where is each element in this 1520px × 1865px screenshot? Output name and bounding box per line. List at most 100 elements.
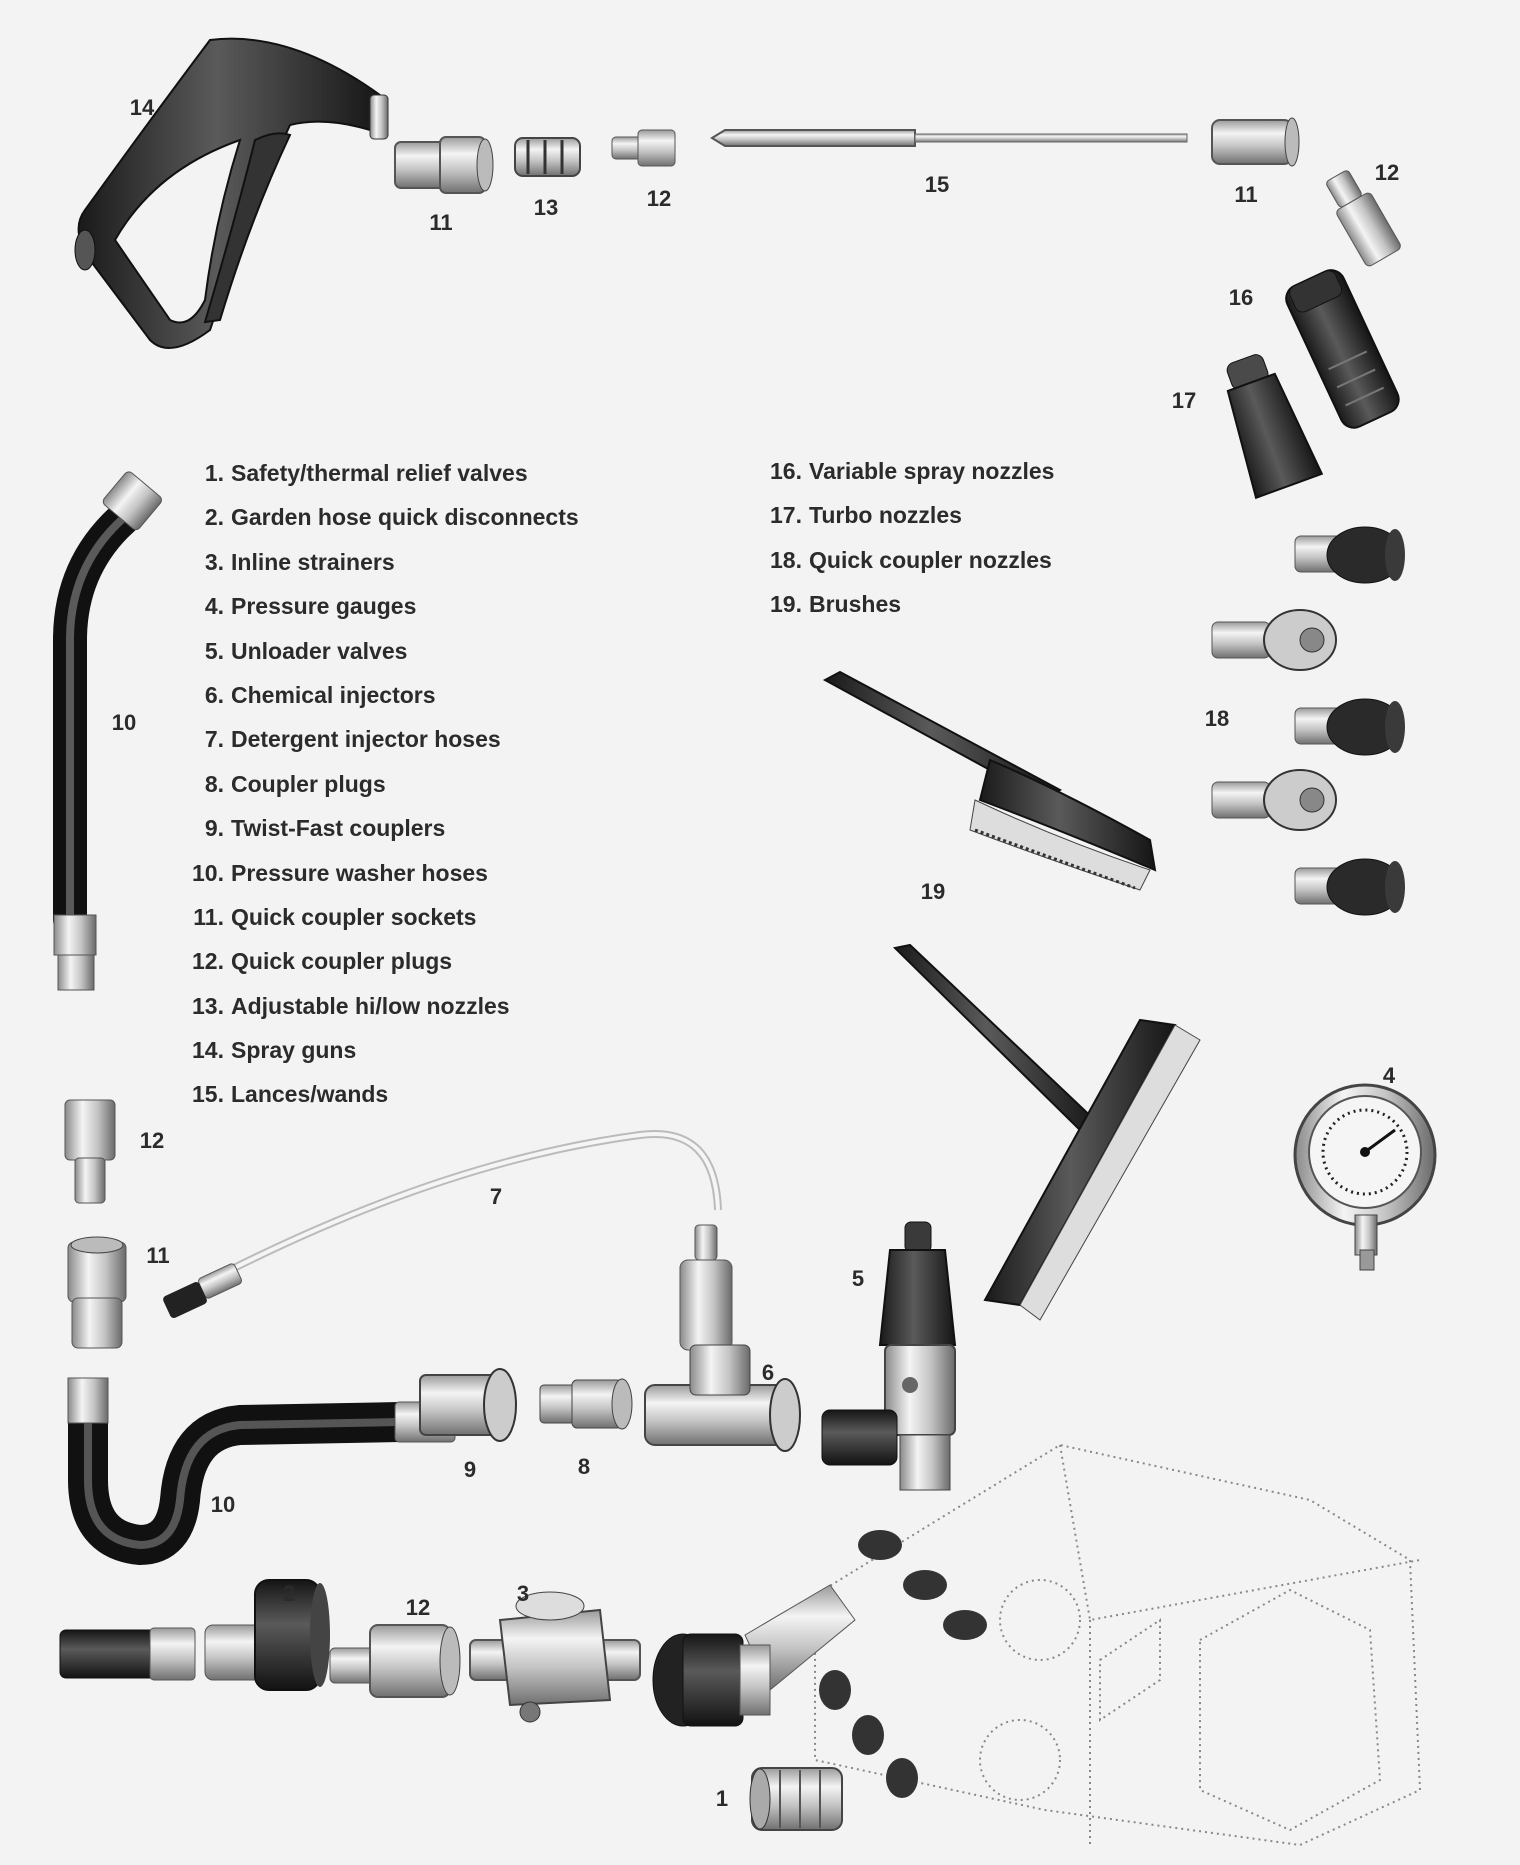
legend-item-label: Pressure washer hoses bbox=[231, 859, 488, 886]
legend-left: 1. Safety/thermal relief valves 2. Garden h… bbox=[180, 451, 579, 1117]
qc-nozzle-5 bbox=[1294, 858, 1405, 916]
legend-item-number: 17. bbox=[770, 502, 802, 529]
pump-inlet-cap bbox=[652, 1633, 771, 1727]
lance-wand bbox=[710, 129, 1188, 147]
callout-plug-left: 12 bbox=[139, 1128, 165, 1153]
legend-item: 11. Quick coupler sockets bbox=[180, 895, 579, 939]
legend-item-label: Turbo nozzles bbox=[809, 502, 962, 529]
callout-turbo-nozzle: 17 bbox=[1171, 388, 1197, 413]
callout-spray-gun: 14 bbox=[129, 95, 155, 120]
callout-gauge: 4 bbox=[1382, 1063, 1396, 1088]
brush-lower bbox=[892, 943, 1201, 1321]
legend-item-number: 13. bbox=[192, 992, 224, 1019]
callout-hose-lower: 10 bbox=[210, 1492, 236, 1517]
legend-item-label: Quick coupler sockets bbox=[231, 903, 477, 930]
adjustable-hilow-nozzle bbox=[514, 137, 581, 177]
legend-item: 8. Coupler plugs bbox=[180, 762, 579, 806]
quick-coupler-socket-right bbox=[1211, 117, 1300, 167]
legend-item: 15. Lances/wands bbox=[180, 1072, 579, 1116]
qc-nozzle-2 bbox=[1211, 609, 1337, 671]
callout-twist-coupler: 9 bbox=[463, 1457, 477, 1482]
legend-item-label: Unloader valves bbox=[231, 637, 408, 664]
legend-item-number: 9. bbox=[204, 815, 224, 842]
variable-spray-nozzle bbox=[1285, 269, 1400, 429]
legend-item-number: 15. bbox=[192, 1081, 224, 1108]
callout-socket-left: 11 bbox=[146, 1243, 170, 1268]
legend-item-label: Adjustable hi/low nozzles bbox=[231, 992, 510, 1019]
callout-injector: 6 bbox=[761, 1360, 775, 1385]
legend-item-number: 4. bbox=[204, 593, 224, 620]
legend-item-label: Coupler plugs bbox=[231, 770, 386, 797]
legend-item-number: 18. bbox=[770, 546, 802, 573]
legend-item-number: 10. bbox=[192, 859, 224, 886]
legend-item: 6.Chemical injectors bbox=[180, 673, 579, 717]
coupler-plug bbox=[539, 1378, 633, 1430]
callout-relief-valve: 1 bbox=[715, 1786, 729, 1811]
legend-item-number: 19. bbox=[770, 591, 802, 618]
callout-variable-nozzle: 16 bbox=[1228, 285, 1254, 310]
detergent-injector-hose bbox=[163, 1129, 722, 1319]
quick-coupler-plug-top bbox=[611, 129, 676, 167]
pressure-washer-hose-upper bbox=[53, 471, 162, 991]
legend-item-number: 8. bbox=[204, 770, 224, 797]
callout-plug-right: 12 bbox=[1374, 160, 1400, 185]
chemical-injector bbox=[644, 1224, 801, 1452]
legend-item-label: Pressure gauges bbox=[231, 593, 417, 620]
quick-coupler-plug-right bbox=[1326, 170, 1401, 267]
legend-item-label: Quick coupler plugs bbox=[231, 948, 453, 975]
legend-item: 17. Turbo nozzles bbox=[764, 493, 1054, 537]
callout-socket-top: 11 bbox=[429, 210, 453, 235]
legend-item-label: Safety/thermal relief valves bbox=[231, 460, 528, 486]
legend-item: 18. Quick coupler nozzles bbox=[764, 538, 1054, 582]
legend-item: 7. Detergent injector hoses bbox=[180, 717, 579, 761]
quick-coupler-nozzles bbox=[1211, 526, 1405, 916]
legend-item: 12. Quick coupler plugs bbox=[180, 939, 579, 983]
unloader-valve bbox=[821, 1221, 957, 1491]
callout-unloader: 5 bbox=[851, 1266, 865, 1291]
legend-item: 2. Garden hose quick disconnects bbox=[180, 495, 579, 539]
legend-item: 3. Inline strainers bbox=[180, 540, 579, 584]
quick-coupler-plug-left bbox=[64, 1099, 116, 1204]
callout-strainer: 3 bbox=[516, 1581, 530, 1606]
legend-item: 4. Pressure gauges bbox=[180, 584, 579, 628]
legend-item-label: Detergent injector hoses bbox=[231, 726, 501, 753]
legend-item: 9.Twist-Fast couplers bbox=[180, 806, 579, 850]
quick-coupler-socket-left bbox=[67, 1236, 127, 1349]
legend-item-label: Brushes bbox=[809, 591, 902, 618]
legend-item: 16.Variable spray nozzles bbox=[764, 449, 1054, 493]
quick-coupler-plug-bottom bbox=[329, 1624, 461, 1698]
legend-item-number: 1. bbox=[204, 460, 224, 486]
legend-item: 14. Spray guns bbox=[180, 1028, 579, 1072]
legend-item-number: 5. bbox=[204, 637, 224, 664]
turbo-nozzle bbox=[1226, 354, 1324, 500]
callout-lance: 15 bbox=[924, 172, 950, 197]
legend-item-label: Quick coupler nozzles bbox=[809, 546, 1052, 573]
legend-item-label: Spray guns bbox=[231, 1037, 357, 1064]
callout-plug-top: 12 bbox=[646, 186, 672, 211]
inline-strainer bbox=[469, 1591, 641, 1723]
legend-item-number: 11. bbox=[193, 903, 224, 930]
legend-item: 10. Pressure washer hoses bbox=[180, 851, 579, 895]
callout-hose-upper: 10 bbox=[111, 710, 137, 735]
callout-detergent-hose: 7 bbox=[489, 1184, 503, 1209]
safety-relief-valve bbox=[749, 1767, 843, 1831]
legend-item-label: Chemical injectors bbox=[231, 681, 436, 708]
legend-item-number: 2. bbox=[204, 504, 224, 531]
legend-item-number: 14. bbox=[192, 1037, 224, 1064]
legend-item-number: 3. bbox=[204, 548, 224, 575]
callout-qc-nozzles: 18 bbox=[1204, 706, 1230, 731]
callout-garden-disconnect: 2 bbox=[282, 1581, 296, 1606]
qc-nozzle-1 bbox=[1294, 526, 1405, 584]
legend-item-number: 12. bbox=[192, 948, 224, 975]
legend-item-label: Lances/wands bbox=[231, 1081, 389, 1108]
legend-item-number: 16. bbox=[770, 458, 802, 484]
legend-item-label: Garden hose quick disconnects bbox=[231, 504, 579, 531]
legend-item-number: 7. bbox=[204, 726, 224, 753]
brush-upper bbox=[822, 670, 1157, 891]
callout-plug-bottom: 12 bbox=[405, 1595, 431, 1620]
spray-gun bbox=[74, 37, 389, 349]
legend-item: 13. Adjustable hi/low nozzles bbox=[180, 984, 579, 1028]
pump-outline bbox=[814, 1443, 1422, 1847]
legend-item-label: Inline strainers bbox=[231, 548, 395, 575]
qc-nozzle-3 bbox=[1294, 698, 1405, 756]
